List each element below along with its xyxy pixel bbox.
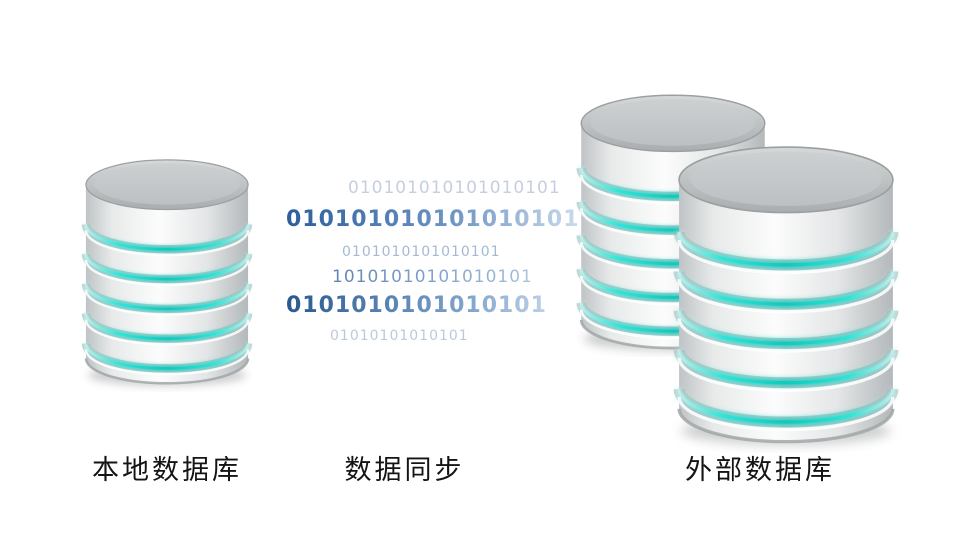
binary-data-stream: 010101010101010101 010101010101010101 01… <box>286 178 586 344</box>
local-db-label: 本地数据库 <box>92 455 242 485</box>
local-database-icon <box>76 150 258 392</box>
external-database-front-icon <box>666 134 906 453</box>
binary-line: 010101010101010101 <box>348 178 561 198</box>
binary-line: 01010101010101 <box>330 328 469 344</box>
external-db-label: 外部数据库 <box>685 455 835 485</box>
binary-line: 10101010101010101 <box>332 269 586 286</box>
data-sync-label: 数据同步 <box>344 455 465 485</box>
binary-line: 0101010101010101 <box>342 244 501 260</box>
binary-line: 010101010101010101 <box>286 209 586 231</box>
binary-line: 0101010101010101 <box>286 295 586 317</box>
